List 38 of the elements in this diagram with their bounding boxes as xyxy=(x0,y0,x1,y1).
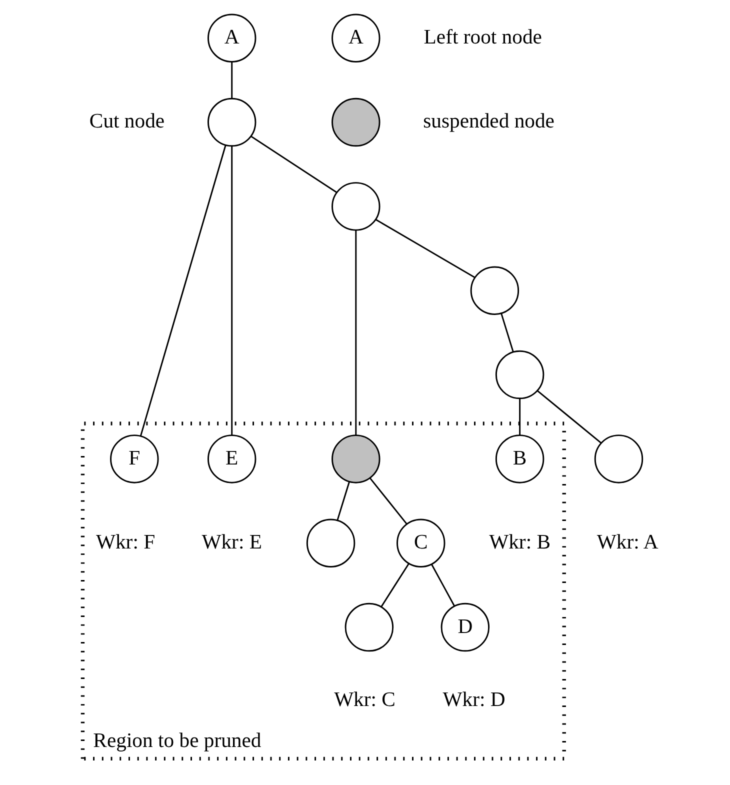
connector xyxy=(500,313,514,352)
node-label: Wkr: C xyxy=(334,688,395,711)
connector xyxy=(368,478,407,525)
node-circle xyxy=(470,266,519,315)
node-circle xyxy=(331,98,380,147)
node-circle: E xyxy=(207,434,256,484)
node-circle xyxy=(306,518,355,568)
connector xyxy=(536,390,602,444)
node-circle xyxy=(331,434,380,484)
node-circle xyxy=(494,350,544,400)
node-circle: D xyxy=(440,602,490,652)
connector xyxy=(374,218,475,278)
node-label: Wkr: F xyxy=(95,532,155,554)
node-label: suspended node xyxy=(422,110,554,133)
connector xyxy=(380,563,409,608)
node-circle xyxy=(331,182,380,231)
node-circle: B xyxy=(494,434,544,484)
node-label: Cut node xyxy=(88,110,164,133)
connector xyxy=(250,136,337,193)
node-circle xyxy=(207,98,256,147)
connector xyxy=(430,564,454,606)
node-label: Wkr: B xyxy=(488,532,550,554)
connector xyxy=(336,482,350,520)
node-circle xyxy=(594,434,643,484)
node-circle xyxy=(344,602,394,652)
node-label: Left root node xyxy=(423,26,542,49)
node-label: Wkr: E xyxy=(201,532,262,554)
node-label: Wkr: D xyxy=(442,688,505,711)
node-circle: A xyxy=(207,14,256,62)
connector xyxy=(230,146,232,436)
node-label: Wkr: A xyxy=(596,532,658,554)
node-circle: A xyxy=(331,14,380,62)
connector xyxy=(230,62,232,99)
connector xyxy=(518,398,520,436)
connector xyxy=(140,144,226,436)
node-circle: C xyxy=(396,518,445,568)
connector xyxy=(354,230,356,436)
node-circle: F xyxy=(110,434,158,484)
